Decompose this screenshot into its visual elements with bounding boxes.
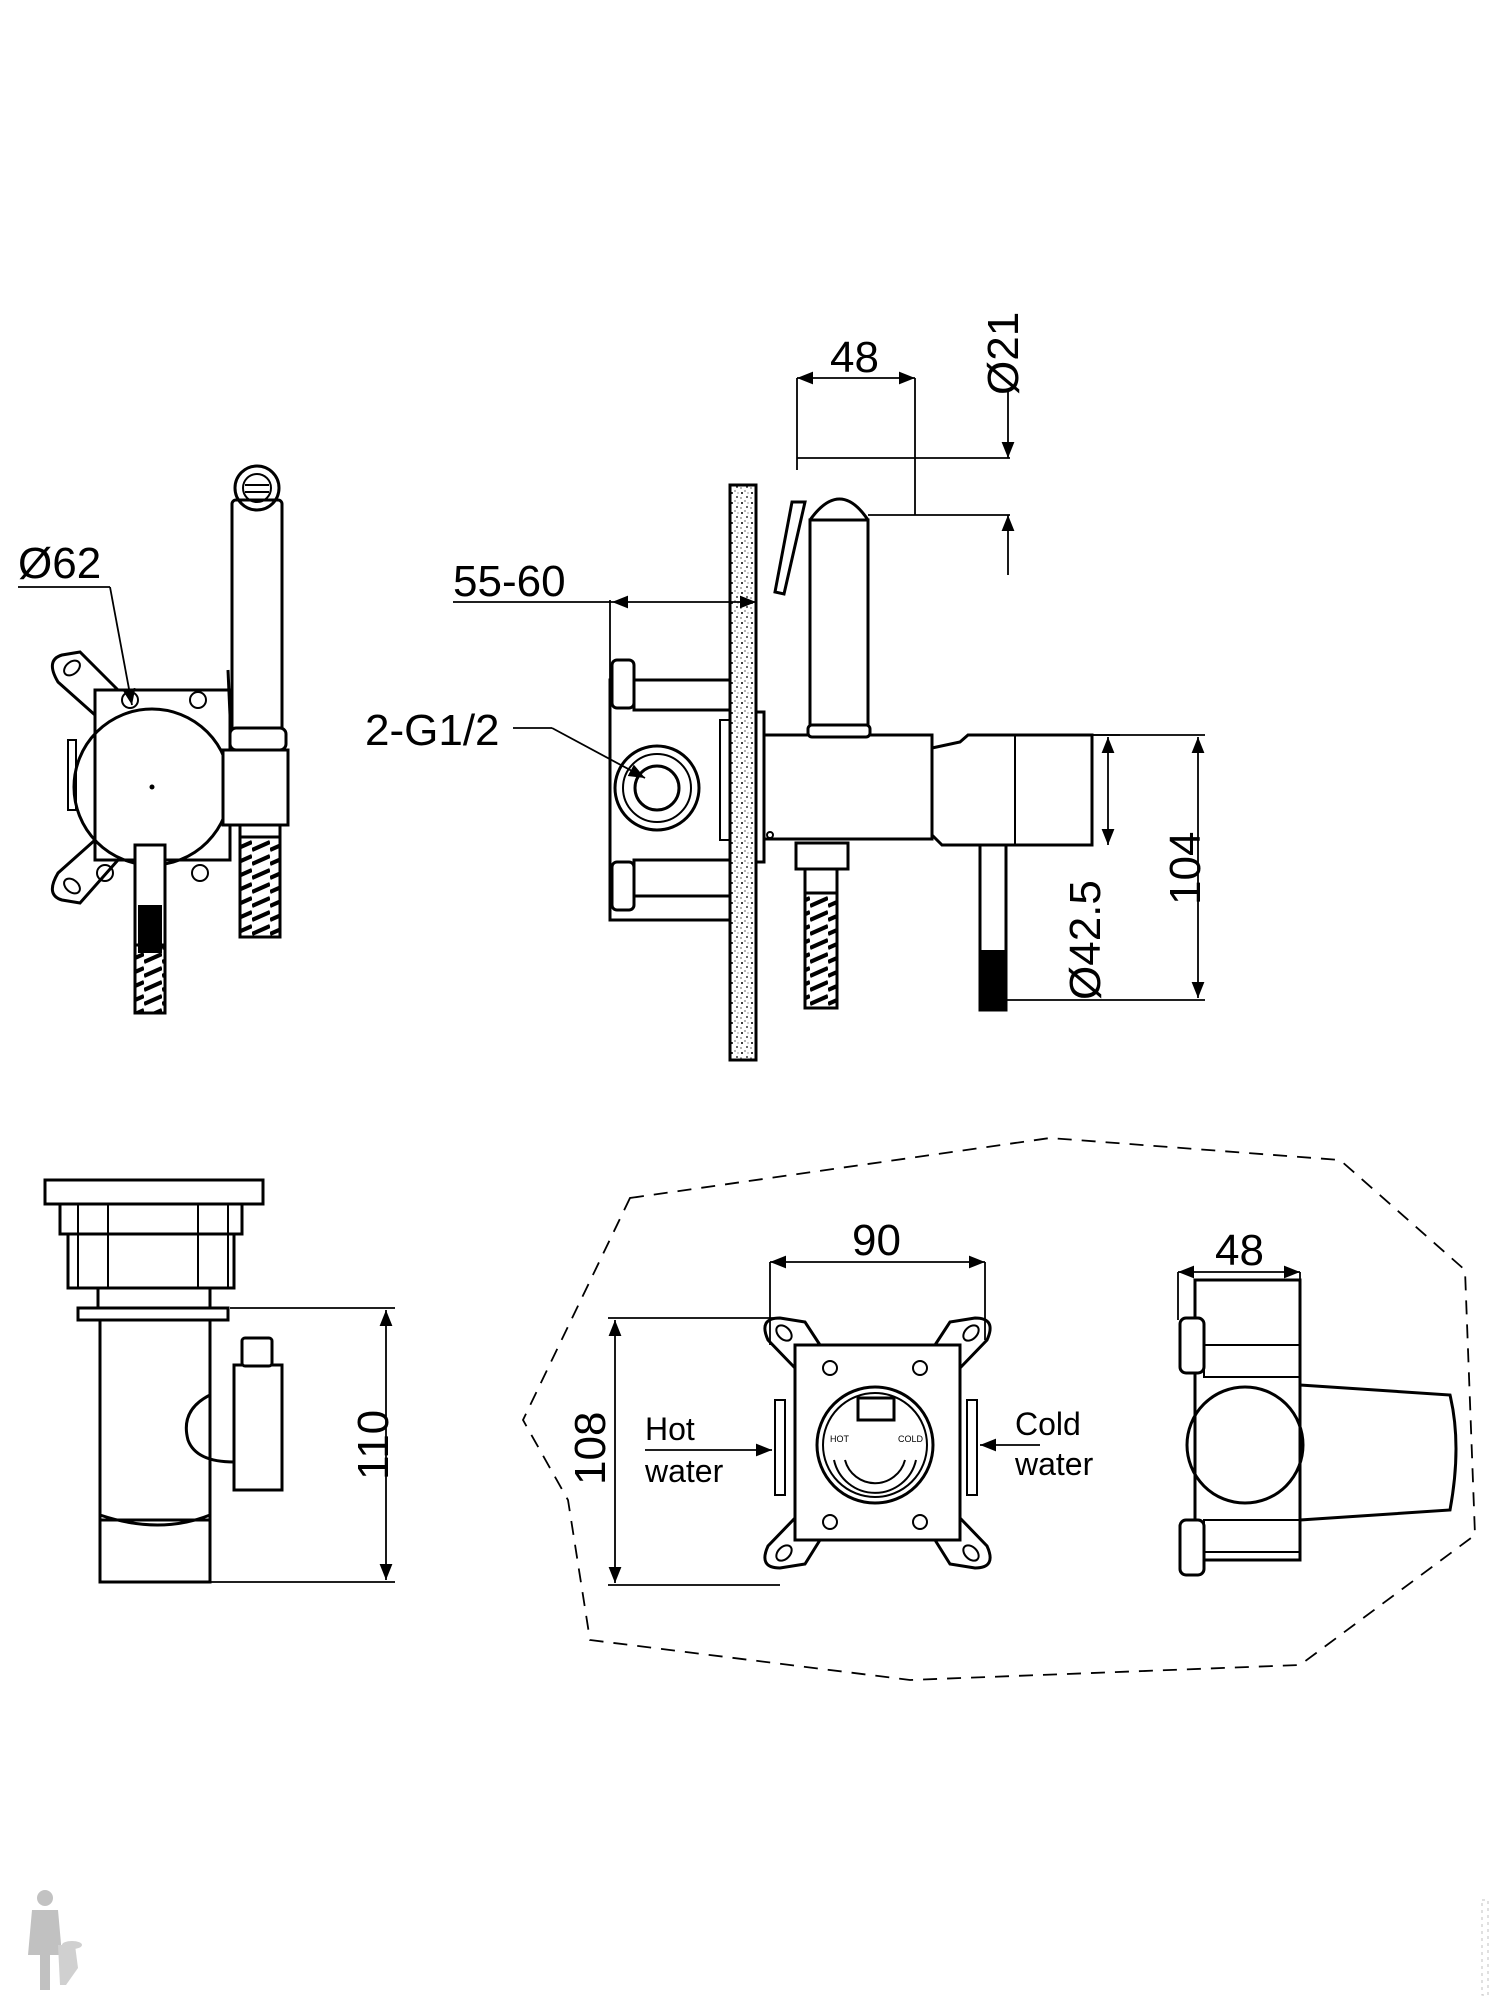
front-ear-top-right (226, 669, 232, 716)
svg-text:COLD: COLD (898, 1434, 924, 1444)
hot-label-line1: Hot (645, 1411, 695, 1447)
front-holder-block (221, 748, 290, 827)
wall-section (728, 483, 758, 1062)
dim-110-label: 110 (349, 1410, 398, 1480)
side-hose (803, 891, 839, 1010)
top-flange (43, 1178, 265, 1206)
front-ear-bottom-left (50, 838, 120, 905)
dim-55-60-label: 55-60 (453, 557, 566, 606)
dim-62-label: Ø62 (18, 539, 101, 588)
dim-thread-label: 2-G1/2 (365, 706, 500, 755)
cold-label-line1: Cold (1015, 1406, 1081, 1442)
side-view: 55-60 2-G1/2 48 Ø21 Ø42.5 104 (365, 312, 1210, 1062)
front-ear-top-left (50, 650, 120, 717)
side-inlet-outer (613, 744, 701, 832)
watermark-vertical (1481, 1899, 1489, 1996)
top-view: 110 (43, 1178, 398, 1584)
top-holder (232, 1363, 284, 1492)
dim-104-label: 104 (1161, 832, 1210, 905)
front-mount-plate (93, 688, 232, 862)
front-shower-head (233, 464, 281, 512)
top-body (98, 1318, 212, 1522)
dim-42-5-label: Ø42.5 (1061, 880, 1110, 1000)
detail-view: HOT COLD 90 108 48 Hot (521, 1137, 1476, 1681)
side-holder (930, 733, 1094, 847)
cold-label-line2: water (1014, 1446, 1094, 1482)
detail-plate: HOT COLD (763, 1316, 992, 1570)
front-handshower (230, 498, 284, 737)
watermark-figure (28, 1890, 82, 1990)
front-hose (238, 835, 282, 939)
front-view: Ø62 (18, 464, 290, 1015)
dim-90-label: 90 (852, 1216, 901, 1265)
side-body (762, 733, 934, 841)
svg-text:HOT: HOT (830, 1434, 850, 1444)
dim-21-label: Ø21 (979, 312, 1028, 395)
top-box (66, 1232, 236, 1290)
dim-48-top-label: 48 (830, 333, 879, 382)
hot-label-line2: water (644, 1453, 724, 1489)
side-trigger (773, 500, 807, 596)
side-inlet-inner (633, 764, 681, 812)
detail-dashed-outline (521, 1137, 1476, 1681)
detail-side (1178, 1278, 1458, 1577)
dim-108-label: 108 (566, 1412, 615, 1485)
side-handshower (808, 518, 870, 737)
dim-48-bottom-label: 48 (1215, 1226, 1264, 1275)
